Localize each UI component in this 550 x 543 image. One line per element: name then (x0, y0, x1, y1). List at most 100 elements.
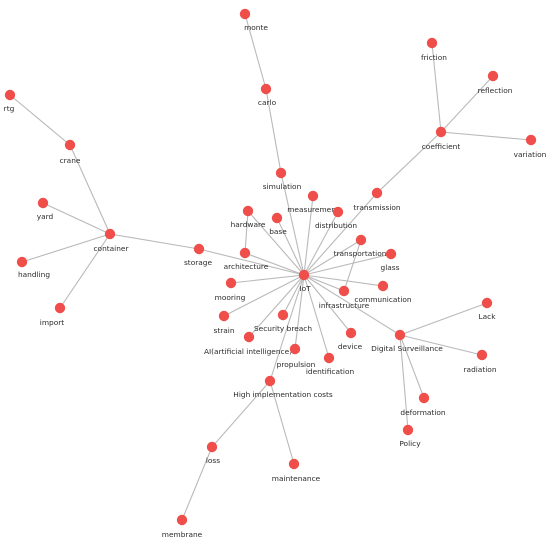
node-dot[interactable] (239, 8, 251, 20)
node-label: Digital Surveillance (371, 344, 443, 353)
node-hardware[interactable]: hardware (231, 205, 266, 229)
node-membrane[interactable]: membrane (162, 514, 203, 539)
node-base[interactable]: base (269, 212, 287, 236)
node-label: reflection (478, 86, 513, 95)
node-maintenance[interactable]: maintenance (272, 458, 321, 483)
node-security_breach[interactable]: Security breach (254, 309, 312, 333)
node-transportation[interactable]: transportation (334, 234, 387, 258)
node-crane[interactable]: crane (60, 139, 81, 165)
node-dot[interactable] (525, 134, 537, 146)
node-dot[interactable] (275, 167, 287, 179)
node-identification[interactable]: identification (306, 352, 355, 376)
edge-carlo-simulation (265, 88, 282, 174)
node-dot[interactable] (242, 205, 254, 217)
node-device[interactable]: device (338, 327, 363, 351)
node-dot[interactable] (435, 126, 447, 138)
node-monte[interactable]: monte (239, 8, 269, 32)
node-dot[interactable] (394, 329, 406, 341)
node-dot[interactable] (289, 343, 301, 355)
node-dot[interactable] (487, 70, 499, 82)
node-dot[interactable] (4, 89, 16, 101)
node-dot[interactable] (298, 269, 310, 281)
node-yard[interactable]: yard (37, 197, 54, 221)
node-simulation[interactable]: simulation (263, 167, 302, 191)
node-dot[interactable] (323, 352, 335, 364)
edge-loss-high_impl_costs (211, 380, 271, 448)
node-label: transportation (334, 249, 387, 258)
node-dot[interactable] (426, 37, 438, 49)
node-dot[interactable] (54, 302, 66, 314)
node-label: Policy (399, 439, 421, 448)
node-dot[interactable] (64, 139, 76, 151)
node-measurement[interactable]: measurement (287, 190, 339, 214)
node-dot[interactable] (288, 458, 300, 470)
node-variation[interactable]: variation (514, 134, 547, 159)
node-reflection[interactable]: reflection (478, 70, 513, 95)
node-deformation[interactable]: deformation (400, 392, 446, 417)
node-coefficient[interactable]: coefficient (422, 126, 461, 151)
node-carlo[interactable]: carlo (258, 83, 277, 107)
node-dot[interactable] (239, 247, 251, 259)
node-dot[interactable] (264, 375, 276, 387)
node-dot[interactable] (338, 285, 350, 297)
edge-rtg-crane (9, 94, 71, 146)
edge-measurement-IoT (303, 195, 314, 276)
node-infrastructure[interactable]: infrastructure (319, 285, 370, 310)
node-container[interactable]: container (93, 228, 129, 253)
node-architecture[interactable]: architecture (224, 247, 269, 271)
node-lack[interactable]: Lack (479, 297, 497, 321)
edge-identification-IoT (303, 274, 330, 359)
node-dot[interactable] (225, 277, 237, 289)
node-label: High implementation costs (233, 390, 333, 399)
edge-crane-container (69, 144, 111, 235)
node-label: propulsion (277, 360, 316, 369)
node-dot[interactable] (243, 331, 255, 343)
node-glass[interactable]: glass (381, 248, 400, 272)
node-rtg[interactable]: rtg (4, 89, 16, 113)
node-dot[interactable] (385, 248, 397, 260)
node-digital_surveillance[interactable]: Digital Surveillance (371, 329, 443, 353)
edge-variation-coefficient (440, 131, 532, 141)
node-dot[interactable] (104, 228, 116, 240)
node-dot[interactable] (206, 441, 218, 453)
node-distribution[interactable]: distribution (315, 206, 357, 230)
node-high_impl_costs[interactable]: High implementation costs (233, 375, 333, 399)
node-IoT[interactable]: IoT (298, 269, 311, 293)
node-dot[interactable] (277, 309, 289, 321)
node-storage[interactable]: storage (184, 243, 213, 267)
node-dot[interactable] (332, 206, 344, 218)
node-policy[interactable]: Policy (399, 424, 421, 448)
node-dot[interactable] (355, 234, 367, 246)
node-dot[interactable] (476, 349, 488, 361)
node-friction[interactable]: friction (421, 37, 447, 62)
node-dot[interactable] (218, 310, 230, 322)
node-label: monte (244, 23, 268, 32)
node-dot[interactable] (377, 280, 389, 292)
node-dot[interactable] (345, 327, 357, 339)
node-dot[interactable] (307, 190, 319, 202)
node-dot[interactable] (481, 297, 493, 309)
node-dot[interactable] (193, 243, 205, 255)
edge-glass-IoT (303, 253, 392, 276)
node-ai[interactable]: AI(artificial intelligence) (204, 331, 292, 356)
node-dot[interactable] (260, 83, 272, 95)
node-strain[interactable]: strain (213, 310, 235, 335)
node-handling[interactable]: handling (16, 256, 51, 279)
node-radiation[interactable]: radiation (464, 349, 497, 374)
node-dot[interactable] (271, 212, 283, 224)
node-mooring[interactable]: mooring (215, 277, 246, 302)
edge-membrane-loss (181, 446, 213, 521)
node-loss[interactable]: loss (206, 441, 220, 465)
node-communication[interactable]: communication (354, 280, 412, 304)
node-dot[interactable] (402, 424, 414, 436)
node-transmission[interactable]: transmission (353, 187, 401, 212)
node-propulsion[interactable]: propulsion (277, 343, 316, 369)
node-label: mooring (215, 293, 246, 302)
node-dot[interactable] (418, 392, 430, 404)
node-label: coefficient (422, 142, 461, 151)
node-dot[interactable] (176, 514, 188, 526)
node-dot[interactable] (371, 187, 383, 199)
node-dot[interactable] (37, 197, 49, 209)
node-import[interactable]: import (40, 302, 66, 327)
node-dot[interactable] (16, 256, 28, 268)
